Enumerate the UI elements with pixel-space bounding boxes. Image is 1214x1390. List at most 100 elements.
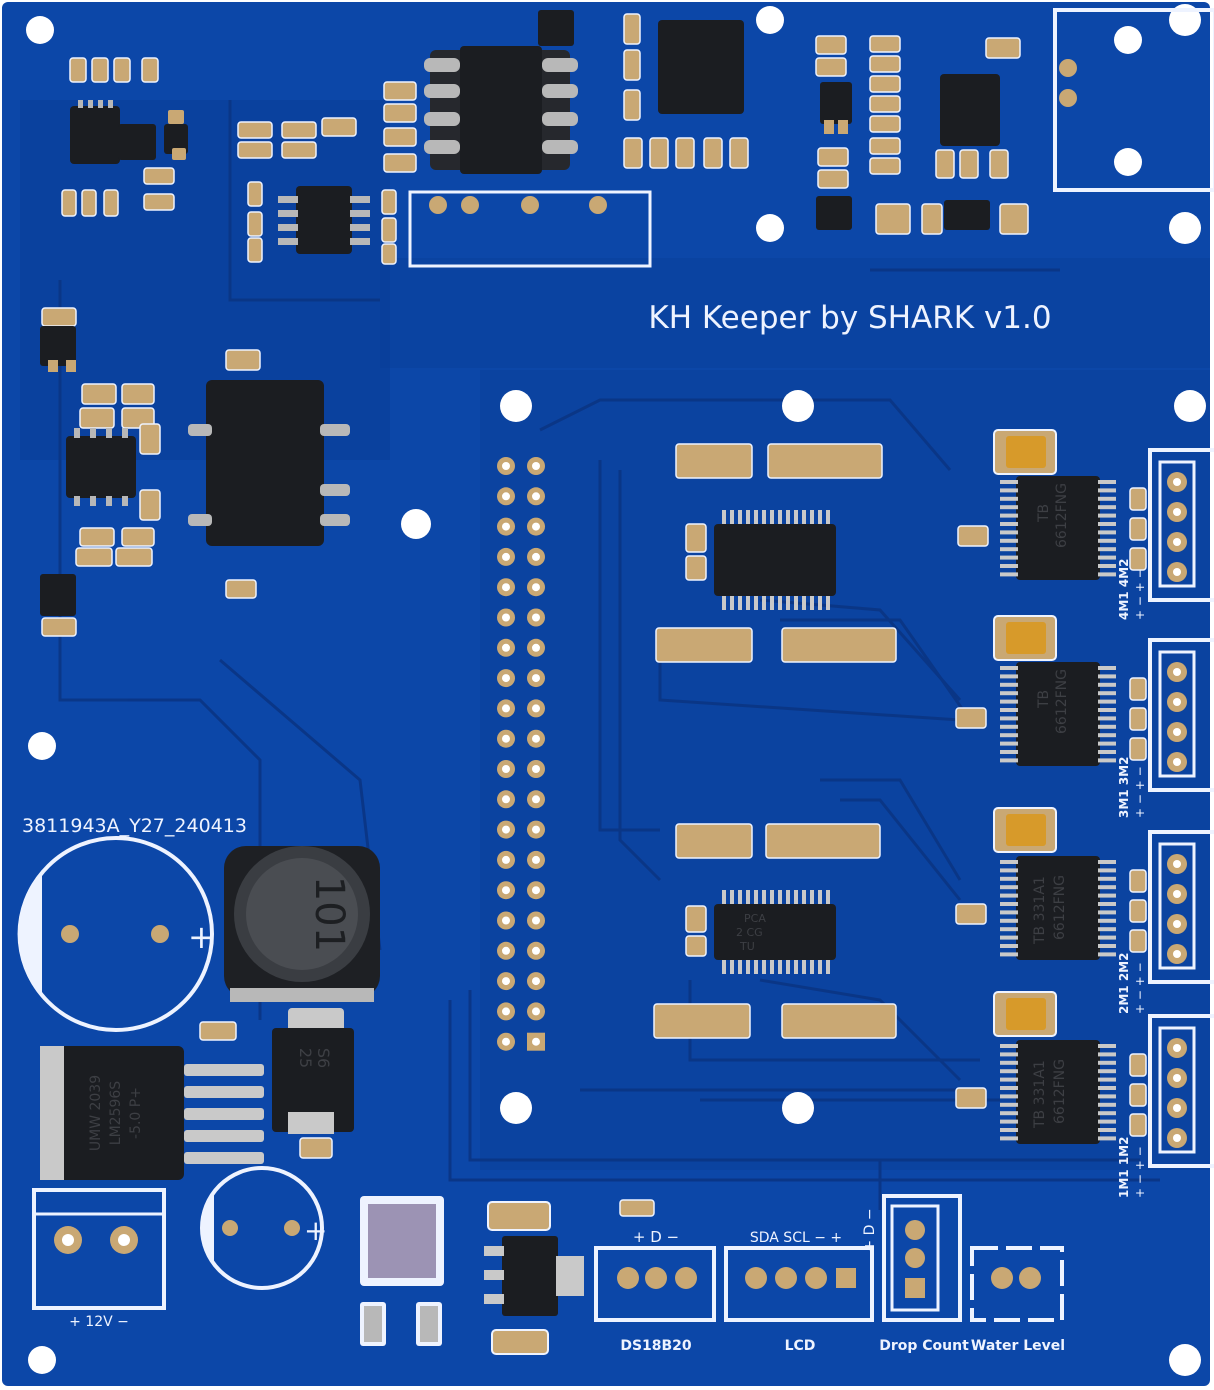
- driver-pin: [1098, 691, 1116, 696]
- driver-pin: [1098, 699, 1116, 704]
- driver-3-marking-a: TB: [1036, 690, 1052, 709]
- header-pin-hole: [502, 916, 510, 925]
- motor-connector-outline: [1148, 448, 1214, 602]
- motor-connector-outline: [1148, 638, 1214, 792]
- driver-pin: [1000, 876, 1018, 881]
- driver-pin: [1098, 1094, 1116, 1099]
- motor-2-pins-label: + − + −: [1133, 962, 1147, 1014]
- regulator-marking-2: LM2596S: [108, 1081, 124, 1146]
- driver-pin: [1098, 480, 1116, 484]
- motor-connector-resistor: [1129, 737, 1147, 761]
- tantalum-caps: [993, 429, 1057, 1037]
- motor-driver-3: TB 6612FNG: [1016, 662, 1100, 766]
- driver-pin: [1000, 1052, 1018, 1057]
- motor-3-pins-label: + − + −: [1133, 766, 1147, 818]
- relay-pad-1: [1059, 59, 1077, 77]
- header-pin-hole: [532, 462, 540, 470]
- regulator-marking-1: UMW 2039: [88, 1075, 104, 1151]
- header-pin-hole: [532, 916, 540, 925]
- motor-connector-resistor: [1129, 677, 1147, 701]
- expander-pin: [730, 960, 734, 974]
- pin-header: [497, 457, 545, 1051]
- expander-ic-2: PCA 2 CG TU: [714, 904, 836, 960]
- expander-pin: [778, 510, 782, 524]
- expander-pin: [722, 510, 726, 524]
- driver-pin: [1000, 480, 1018, 484]
- relay-hole-1: [1114, 26, 1142, 54]
- expander-pin: [794, 596, 798, 610]
- resistor-arrays: [653, 443, 897, 1039]
- motor-connector-resistor: [1129, 929, 1147, 953]
- driver-pin: [1098, 1077, 1116, 1082]
- power-module: [206, 380, 324, 546]
- driver-pin: [1000, 860, 1018, 864]
- driver-pin: [1098, 1136, 1116, 1141]
- expander-pin: [754, 960, 758, 974]
- expander-pin: [810, 596, 814, 610]
- header-pin-hole: [502, 734, 510, 743]
- header-pin-hole: [532, 552, 540, 561]
- expander-pin: [778, 890, 782, 904]
- expander-pin: [754, 890, 758, 904]
- lcd-pins-label: SDA SCL − +: [750, 1230, 842, 1246]
- driver-pin: [1098, 927, 1116, 932]
- driver-pin: [1098, 1060, 1116, 1065]
- motor-connector-resistor: [1129, 899, 1147, 923]
- header-pin-hole: [532, 704, 540, 713]
- ds18b20-label: DS18B20: [620, 1338, 692, 1354]
- expander-pin: [762, 960, 766, 974]
- cap-small-plus: +: [304, 1214, 327, 1247]
- driver-pin: [1000, 910, 1018, 915]
- expander-pin: [730, 596, 734, 610]
- driver-pin: [1000, 741, 1018, 746]
- header-pin-hole: [502, 674, 510, 683]
- expander-pin: [754, 510, 758, 524]
- driver-pin: [1098, 522, 1116, 526]
- schottky-diode: S6 25: [272, 1008, 354, 1134]
- header-pin-hole: [532, 1037, 540, 1046]
- board-title: KH Keeper by SHARK v1.0: [648, 300, 1051, 336]
- driver-pin: [1098, 513, 1116, 518]
- driver-pin: [1000, 1111, 1018, 1116]
- expander-pin: [770, 596, 774, 610]
- lcd-label: LCD: [785, 1338, 816, 1354]
- header-pin-hole: [502, 825, 510, 834]
- motor-connector-resistor: [1129, 487, 1147, 511]
- driver-pin: [1000, 505, 1018, 510]
- driver-pin: [1098, 860, 1116, 864]
- motor-connector-outline: [1148, 1014, 1214, 1168]
- motor-connector-resistor: [1129, 869, 1147, 893]
- drop-count-pins-label: + D −: [862, 1208, 878, 1251]
- driver-pin: [1098, 1111, 1116, 1116]
- expander-pin: [762, 596, 766, 610]
- expander-pin: [738, 510, 742, 524]
- ic-pins-top: [74, 58, 578, 506]
- driver-pin: [1000, 893, 1018, 898]
- driver-pin: [1000, 547, 1018, 552]
- driver-pin: [1000, 1060, 1018, 1065]
- motor-connector-resistor: [1129, 1113, 1147, 1137]
- copper-pour-top-right: [380, 258, 1210, 368]
- driver-pin: [1098, 666, 1116, 670]
- expander-pin: [810, 890, 814, 904]
- motor-connector-resistor: [1129, 707, 1147, 731]
- motor-connector-hole: [1173, 758, 1181, 766]
- water-level-label: Water Level: [971, 1338, 1065, 1354]
- driver-3-marking-b: 6612FNG: [1054, 669, 1070, 734]
- header-pin-hole: [502, 552, 510, 561]
- driver-pin: [1098, 674, 1116, 679]
- inductor: 101: [224, 846, 380, 1002]
- expander-pin: [738, 890, 742, 904]
- header-pin-hole: [532, 946, 540, 955]
- header-pin-hole: [532, 583, 540, 592]
- expander-pin: [746, 596, 750, 610]
- header-pin-hole: [532, 795, 540, 804]
- expander-marking-2: 2 CG: [736, 926, 763, 939]
- motor-connector-inner: [1158, 1026, 1196, 1154]
- electrolytic-cap-small: +: [200, 1166, 327, 1290]
- expander-pin: [778, 960, 782, 974]
- expander-pin: [730, 510, 734, 524]
- driver-pin: [1098, 682, 1116, 687]
- motor-connector-resistor: [1129, 1053, 1147, 1077]
- driver-pin: [1000, 952, 1018, 957]
